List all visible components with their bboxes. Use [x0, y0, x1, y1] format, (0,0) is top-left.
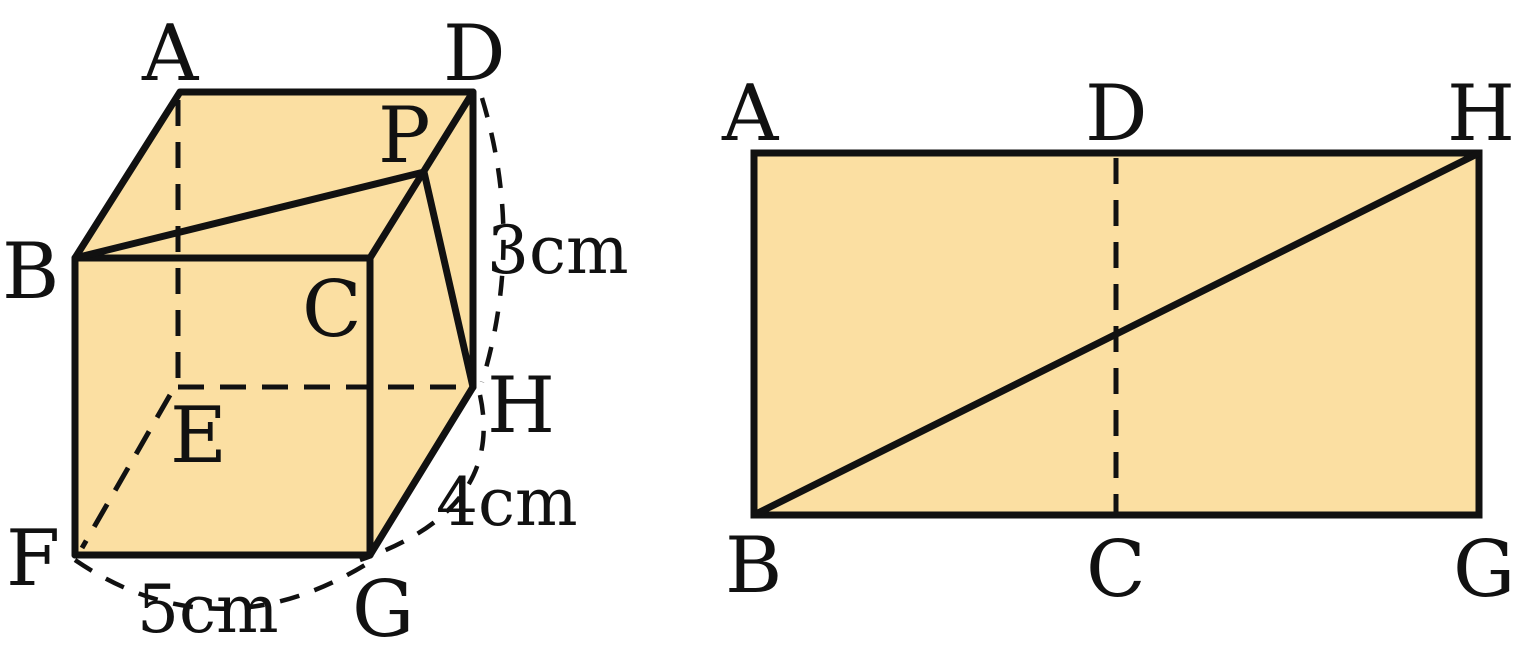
cuboid-label-E: E: [170, 391, 227, 481]
dim-label-width: 5cm: [137, 571, 279, 648]
net-label-A: A: [721, 69, 780, 159]
cuboid-front-face: [75, 258, 370, 555]
cuboid-label-F: F: [6, 514, 60, 604]
dim-label-height: 3cm: [487, 212, 629, 289]
cuboid-right-face: [370, 92, 473, 555]
brace-width: [73, 558, 367, 612]
cuboid-label-H: H: [487, 361, 555, 451]
cuboid-label-D: D: [443, 9, 506, 99]
cuboid-label-A: A: [141, 9, 200, 99]
dim-label-depth: 4cm: [436, 464, 578, 541]
cuboid-label-B: B: [2, 227, 59, 317]
cuboid-label-G: G: [352, 565, 414, 655]
hidden-edge-EF: [79, 393, 173, 550]
brace-depth: [359, 394, 486, 563]
net-label-H: H: [1447, 69, 1515, 159]
net-label-C: C: [1086, 525, 1146, 615]
net-label-B: B: [725, 521, 782, 611]
cuboid-label-C: C: [302, 265, 362, 355]
brace-height: [479, 97, 506, 383]
cuboid-label-P: P: [378, 91, 430, 181]
net-label-G: G: [1453, 525, 1515, 615]
edge-GH: [366, 383, 477, 559]
net-figure: A D H B C G: [721, 69, 1515, 615]
cuboid-top-face: [75, 92, 473, 258]
net-label-D: D: [1085, 69, 1148, 159]
path-BPH: [71, 168, 477, 391]
cuboid-figure: A D P B C H E F G 3cm 4cm 5cm: [2, 9, 629, 655]
net-diagonal-BH: [750, 149, 1483, 519]
